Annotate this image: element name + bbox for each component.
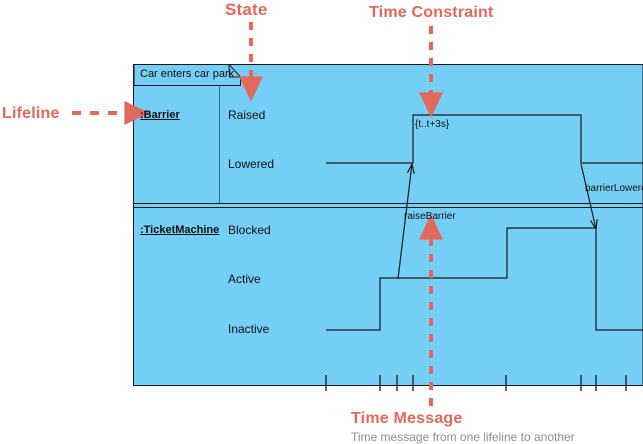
message-label-raisebarrier: raiseBarrier — [404, 211, 456, 222]
barrier-state-waveform — [326, 114, 643, 164]
state-label-blocked: Blocked — [228, 223, 271, 237]
state-label-active: Active — [228, 272, 261, 286]
ticketmachine-state-waveform — [326, 227, 643, 331]
lifeline-label-barrier[interactable]: :Barrier — [140, 109, 180, 121]
annotation-sublabel-time-message: Time message from one lifeline to anothe… — [351, 430, 575, 444]
state-label-inactive: Inactive — [228, 322, 270, 336]
time-axis-ticks — [325, 375, 627, 391]
state-label-lowered: Lowered — [228, 157, 275, 171]
diagram-frame — [133, 64, 643, 386]
message-arrow-raisebarrier — [397, 164, 412, 280]
annotation-label-time-constraint: Time Constraint — [369, 4, 494, 21]
message-arrow-barrierlowered — [580, 163, 596, 229]
time-axis — [133, 375, 643, 391]
time-constraint-label: {t..t+3s} — [415, 119, 450, 130]
annotation-label-time-message: Time Message — [351, 410, 463, 427]
message-label-barrierlowered: barrierLowered — [585, 183, 643, 194]
state-label-raised: Raised — [228, 108, 266, 122]
lifeline-row-separator — [133, 203, 643, 208]
annotation-label-state: State — [225, 0, 268, 19]
note-label: Car enters car park — [140, 68, 235, 80]
annotation-label-lifeline: Lifeline — [2, 105, 60, 122]
lifeline-label-ticketmachine[interactable]: :TicketMachine — [140, 224, 220, 236]
